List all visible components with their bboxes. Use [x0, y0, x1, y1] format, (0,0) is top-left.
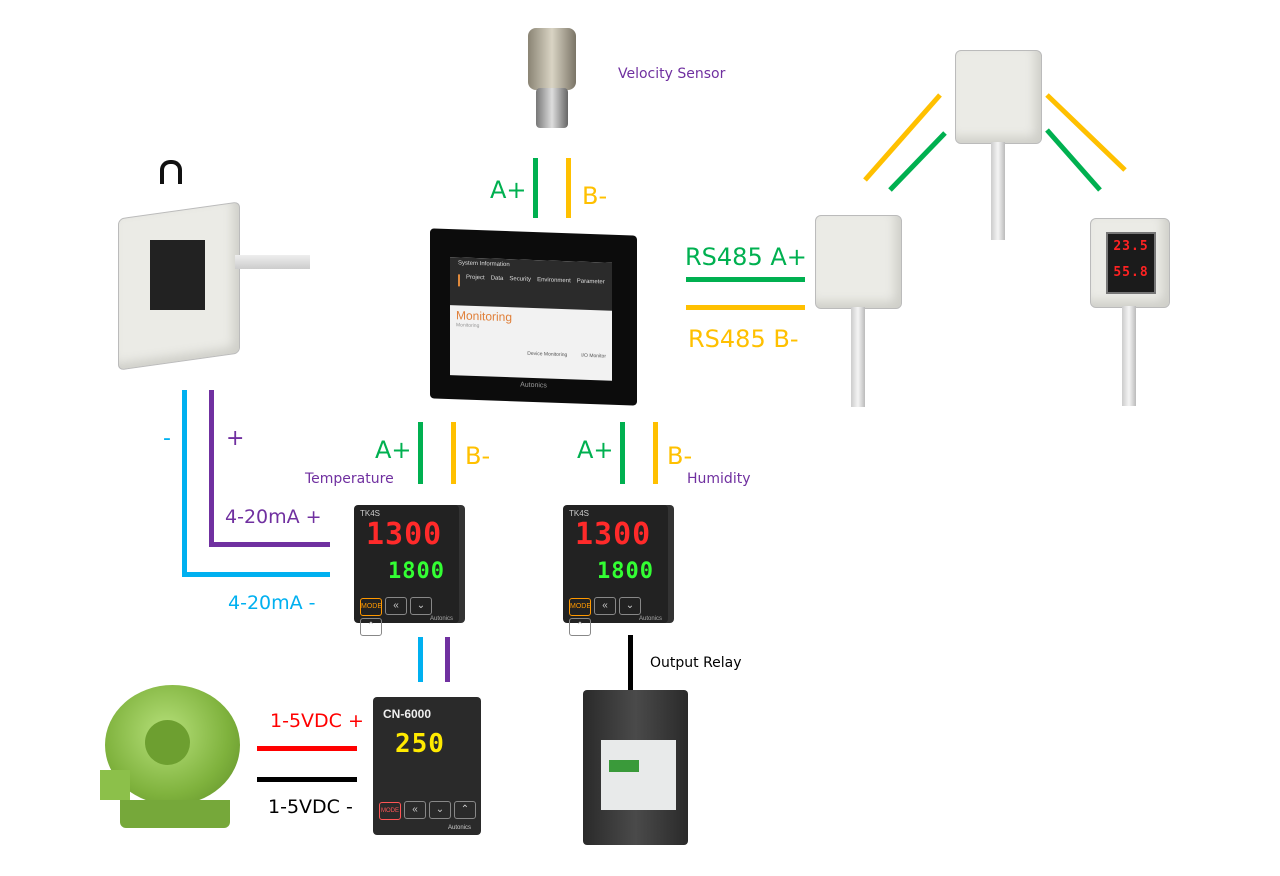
vdc-plus-wire	[257, 746, 357, 751]
loop-minus-label: -	[163, 426, 171, 451]
humidity-label: Humidity	[687, 471, 751, 487]
tk-brand: Autonics	[429, 616, 453, 622]
rs485-a-wire	[686, 277, 805, 282]
temp-b-wire	[451, 422, 456, 484]
tk-model: TK4S	[569, 509, 590, 518]
temp-b-label: B-	[465, 442, 491, 470]
hum-a-wire	[620, 422, 625, 484]
diag-b-wire-left	[863, 93, 942, 182]
transmitter-display: 23.5 55.8	[1090, 218, 1170, 408]
loop-minus-wire-h	[182, 572, 330, 577]
diag-a-wire-left	[888, 131, 947, 192]
temp-a-label: A+	[375, 436, 412, 464]
velocity-sensor	[520, 28, 580, 128]
mode-button[interactable]: MODE	[379, 802, 401, 820]
temp-a-wire	[418, 422, 423, 484]
rs485-a-label: RS485 A+	[685, 243, 807, 271]
vdc-plus-label: 1-5VDC +	[270, 710, 364, 732]
cn-model: CN-6000	[383, 707, 432, 721]
velocity-a-wire	[533, 158, 538, 218]
diag-b-wire-right	[1045, 93, 1127, 172]
humidity-controller: TK4S 1300 1800 MODE«⌄ ⌃ Autonics	[563, 505, 668, 636]
shift-button[interactable]: «	[385, 597, 407, 615]
shift-button[interactable]: «	[404, 801, 426, 819]
up-button[interactable]: ⌃	[360, 618, 382, 636]
contactor-relay	[583, 690, 691, 850]
mode-button[interactable]: MODE	[360, 598, 382, 616]
temperature-controller: TK4S 1300 1800 MODE«⌄ ⌃ Autonics	[354, 505, 459, 636]
cn-brand: Autonics	[447, 825, 471, 831]
tk-pv: 1300	[366, 517, 443, 552]
tk-pv: 1300	[575, 517, 652, 552]
rs485-b-label: RS485 B-	[688, 325, 799, 353]
velocity-b-label: B-	[582, 182, 608, 210]
tk-model: TK4S	[360, 509, 381, 518]
loop-minus-wire-v	[182, 390, 187, 577]
vdc-minus-label: 1-5VDC -	[268, 796, 353, 818]
display-hum: 55.8	[1113, 265, 1149, 280]
cn-value: 250	[395, 729, 445, 759]
loop-plus-label: +	[226, 426, 245, 451]
display-temp: 23.5	[1113, 239, 1149, 254]
down-button[interactable]: ⌄	[429, 801, 451, 819]
hum-a-label: A+	[577, 436, 614, 464]
down-button[interactable]: ⌄	[410, 597, 432, 615]
vdc-minus-wire	[257, 777, 357, 782]
converter-cyan-wire	[418, 637, 423, 682]
velocity-a-label: A+	[490, 176, 527, 204]
loop-plus-wire-v	[209, 390, 214, 547]
temperature-label: Temperature	[305, 471, 394, 487]
diag-a-wire-right	[1045, 128, 1102, 192]
shift-button[interactable]: «	[594, 597, 616, 615]
relay-wire	[628, 635, 633, 690]
tk-brand: Autonics	[638, 616, 662, 622]
blower-fan	[100, 675, 240, 840]
ma-minus-label: 4-20mA -	[228, 592, 316, 614]
loop-plus-wire-h	[209, 542, 330, 547]
down-button[interactable]: ⌄	[619, 597, 641, 615]
tk-sv: 1800	[388, 559, 445, 584]
hum-b-wire	[653, 422, 658, 484]
velocity-b-wire	[566, 158, 571, 218]
ma-plus-label: 4-20mA +	[225, 506, 322, 528]
velocity-sensor-label: Velocity Sensor	[618, 66, 726, 82]
up-button[interactable]: ⌃	[569, 618, 591, 636]
converter-purple-wire	[445, 637, 450, 682]
transmitter-left	[815, 215, 902, 410]
duct-transmitter	[100, 160, 310, 371]
signal-converter: CN-6000 250 MODE«⌄⌃ Autonics	[373, 697, 481, 835]
output-relay-label: Output Relay	[650, 655, 742, 671]
rs485-b-wire	[686, 305, 805, 310]
mode-button[interactable]: MODE	[569, 598, 591, 616]
transmitter-top	[955, 50, 1042, 240]
hum-b-label: B-	[667, 442, 693, 470]
up-button[interactable]: ⌃	[454, 801, 476, 819]
tk-sv: 1800	[597, 559, 654, 584]
